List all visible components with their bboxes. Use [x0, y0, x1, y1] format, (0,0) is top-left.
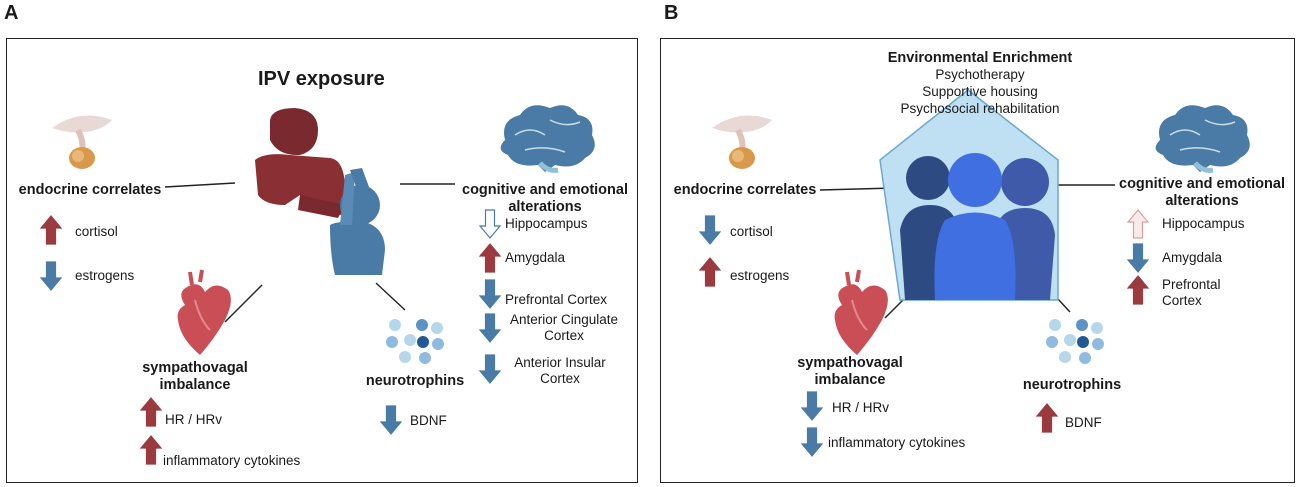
estrogens-arrow-a [39, 261, 63, 291]
hr-arrow-a [139, 397, 163, 427]
brain-icon-a [500, 105, 595, 173]
hippocampus-arrow-b [1126, 209, 1150, 239]
supportive-housing-label: Supportive housing [922, 84, 1038, 99]
amygdala-label-b: Amygdala [1162, 250, 1223, 265]
hippocampus-label-b: Hippocampus [1162, 216, 1245, 231]
prefrontal-arrow-a [478, 279, 502, 309]
perpetrator-figure-icon [255, 108, 345, 218]
bdnf-arrow-a [379, 405, 403, 435]
connector-neuro-a [375, 282, 406, 311]
estrogens-label-a: estrogens [75, 268, 135, 283]
estrogens-arrow-b [698, 257, 722, 287]
neurotrophins-label-a: neurotrophins [365, 373, 465, 389]
anterior-cingulate-arrow-a [478, 313, 502, 343]
connector-endocrine-a [164, 182, 236, 188]
bdnf-label-a: BDNF [410, 413, 447, 428]
prefrontal-arrow-b [1126, 275, 1150, 305]
neurotrophins-label-b: neurotrophins [1022, 377, 1122, 393]
heart-icon-a [177, 269, 231, 355]
amygdala-label-a: Amygdala [505, 250, 566, 265]
ipv-exposure-title: IPV exposure [258, 68, 385, 90]
prefrontal-label-a: Prefrontal Cortex [505, 292, 608, 307]
panel-b-frame [660, 38, 1295, 483]
enrichment-title: Environmental Enrichment [887, 50, 1073, 66]
cortisol-label-b: cortisol [730, 224, 773, 239]
neurotrophin-dots-icon-a [386, 319, 444, 364]
heart-icon-b [834, 269, 888, 355]
hippocampus-arrow-a [478, 209, 502, 239]
connector-sympatho-a [224, 284, 263, 323]
bdnf-arrow-b [1035, 403, 1059, 433]
psychosocial-rehab-label: Psychosocial rehabilitation [900, 101, 1060, 116]
connector-endocrine-b [819, 187, 896, 191]
anterior-insular-arrow-a [478, 354, 502, 384]
pituitary-icon-b [712, 115, 772, 169]
cytokines-label-a: inflammatory cytokines [163, 453, 301, 468]
three-people-icon [900, 153, 1055, 300]
panel-a-letter: A [4, 2, 19, 24]
panel-a-frame [6, 38, 638, 483]
hr-label-a: HR / HRv [165, 412, 222, 427]
cortisol-label-a: cortisol [75, 224, 118, 239]
arrow-layer [39, 209, 1150, 465]
pituitary-icon-a [52, 115, 112, 169]
cortisol-arrow-b [698, 215, 722, 245]
victim-figure-icon [330, 168, 385, 275]
amygdala-arrow-b [1126, 243, 1150, 273]
bdnf-label-b: BDNF [1065, 415, 1102, 430]
hr-label-b: HR / HRv [832, 400, 889, 415]
endocrine-label-a: endocrine correlates [18, 182, 162, 198]
endocrine-label-b: endocrine correlates [673, 182, 817, 198]
amygdala-arrow-a [478, 243, 502, 273]
cytokines-arrow-a [139, 435, 163, 465]
hr-arrow-b [800, 391, 824, 421]
brain-icon-b [1155, 105, 1250, 173]
hippocampus-label-a: Hippocampus [505, 216, 588, 231]
estrogens-label-b: estrogens [730, 268, 790, 283]
psychotherapy-label: Psychotherapy [935, 67, 1025, 82]
cytokines-arrow-b [800, 427, 824, 457]
cytokines-label-b: inflammatory cytokines [828, 435, 966, 450]
panel-b-letter: B [664, 2, 679, 24]
cortisol-arrow-a [39, 215, 63, 245]
neurotrophin-dots-icon-b [1046, 319, 1104, 364]
